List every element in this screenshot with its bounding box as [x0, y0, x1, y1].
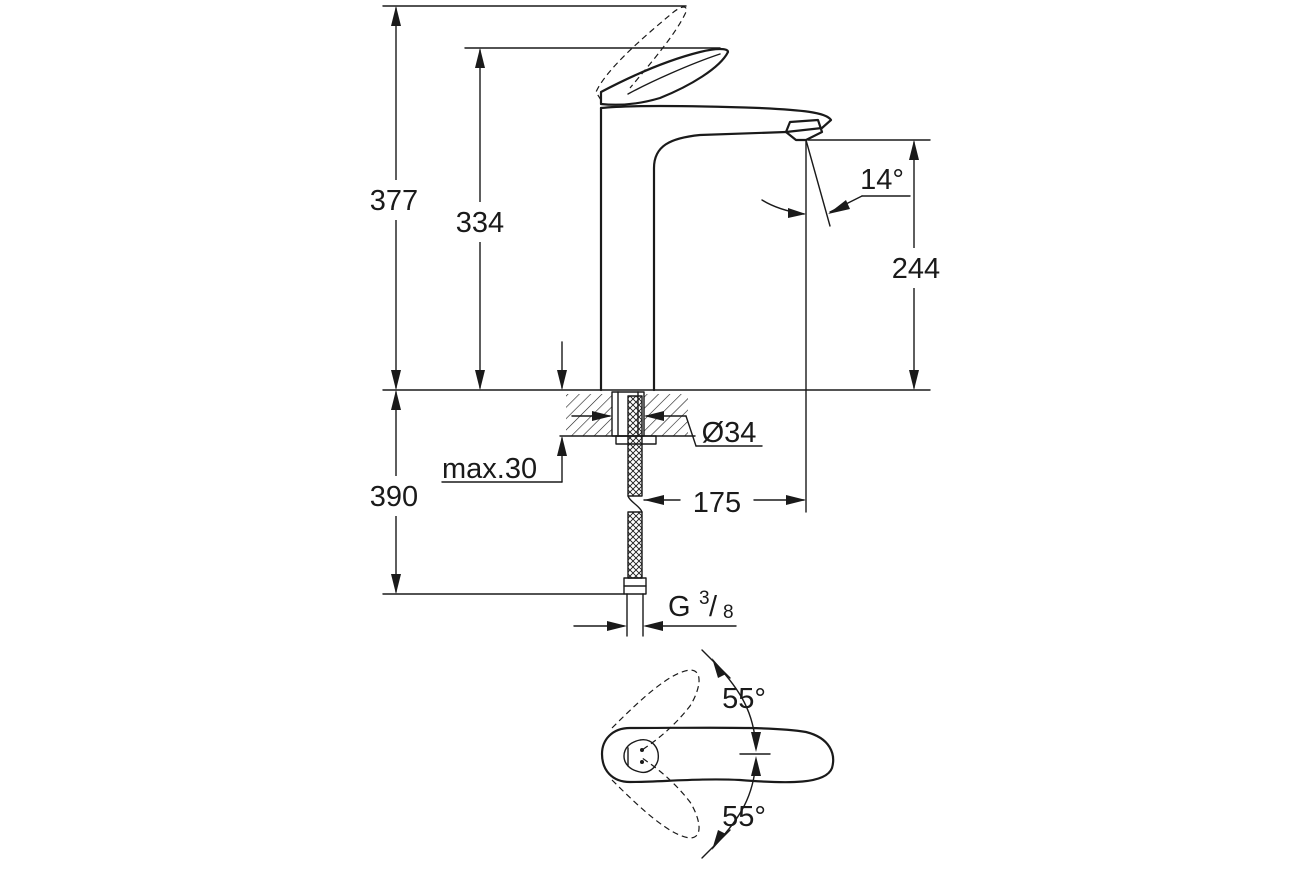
- arrow-angle-left: [788, 208, 806, 218]
- lever-raised-outline: [595, 6, 687, 101]
- spout-top: [599, 105, 833, 134]
- body-right-edge: [652, 130, 788, 392]
- arrow-55-top-a: [712, 658, 726, 678]
- label-thread-denominator: 8: [723, 602, 734, 623]
- label-390: 390: [370, 481, 418, 513]
- hose-break: [627, 495, 643, 513]
- label-thread-prefix: G: [668, 591, 691, 623]
- label-334: 334: [456, 207, 504, 239]
- dimension-334: 334: [446, 47, 721, 390]
- label-thread-numerator: 3: [699, 588, 710, 609]
- arrow-377-top: [391, 6, 401, 26]
- arrow-334-bottom: [475, 370, 485, 390]
- hose-upper-outline: [627, 395, 643, 497]
- arrow-377-bottom: [391, 370, 401, 390]
- arrow-g38-left: [607, 621, 627, 631]
- arrow-angle-right: [828, 200, 850, 214]
- aerator: [784, 118, 824, 142]
- arrow-55-top-b: [751, 732, 761, 752]
- label-thread-separator: /: [709, 591, 718, 623]
- label-max-30: max.30: [442, 453, 537, 485]
- dimension-244: 244: [807, 139, 948, 390]
- lever-handle-highlight: [627, 53, 721, 95]
- handle-right-position: [611, 757, 700, 839]
- faucet-top-view: [600, 669, 835, 839]
- cold-indicator: [640, 760, 644, 764]
- dimension-390: 390: [358, 390, 625, 595]
- arrow-175-left: [644, 495, 664, 505]
- arrow-max30-top: [557, 370, 567, 390]
- dimension-55-degrees-top: 55°: [701, 649, 766, 752]
- arrow-55-bottom-a: [712, 830, 726, 850]
- top-view-cap: [623, 739, 659, 774]
- arrow-175-right: [786, 495, 806, 505]
- label-55-degrees-bottom: 55°: [722, 801, 766, 833]
- label-244: 244: [892, 253, 940, 285]
- label-175: 175: [693, 487, 741, 519]
- arrow-390-bottom: [391, 574, 401, 594]
- label-14-degrees: 14°: [860, 164, 904, 196]
- label-diameter-34: Ø34: [702, 417, 757, 449]
- arrow-244-top: [909, 140, 919, 160]
- faucet-side-view: [595, 6, 833, 392]
- hot-indicator: [640, 748, 644, 752]
- hose-lower: [628, 512, 642, 578]
- arrow-55-bottom-b: [751, 756, 761, 776]
- dimension-377: 377: [360, 5, 687, 390]
- label-55-degrees-top: 55°: [722, 683, 766, 715]
- dimension-max-30: max.30: [441, 341, 567, 485]
- handle-left-position: [611, 669, 700, 751]
- arrow-g38-right: [643, 621, 663, 631]
- hose-upper: [628, 396, 642, 496]
- arrow-d34-right: [644, 411, 664, 421]
- arrow-334-top: [475, 48, 485, 68]
- arrow-244-bottom: [909, 370, 919, 390]
- dimension-175: 175: [643, 487, 806, 519]
- deck-and-mounting: [382, 389, 931, 637]
- label-377: 377: [370, 185, 418, 217]
- arrow-max30-bottom: [557, 436, 567, 456]
- dimension-diameter-34: Ø34: [571, 411, 763, 449]
- arrow-390-top: [391, 390, 401, 410]
- dimension-14-degrees: 14°: [761, 139, 911, 513]
- top-view-outline: [600, 726, 835, 784]
- leader-d34: [685, 415, 697, 447]
- dimension-thread-g38: G 3 / 8: [573, 588, 737, 631]
- spray-angle-line: [805, 139, 831, 227]
- dimension-55-degrees-bottom: 55°: [701, 756, 766, 859]
- arrow-d34-left: [592, 411, 612, 421]
